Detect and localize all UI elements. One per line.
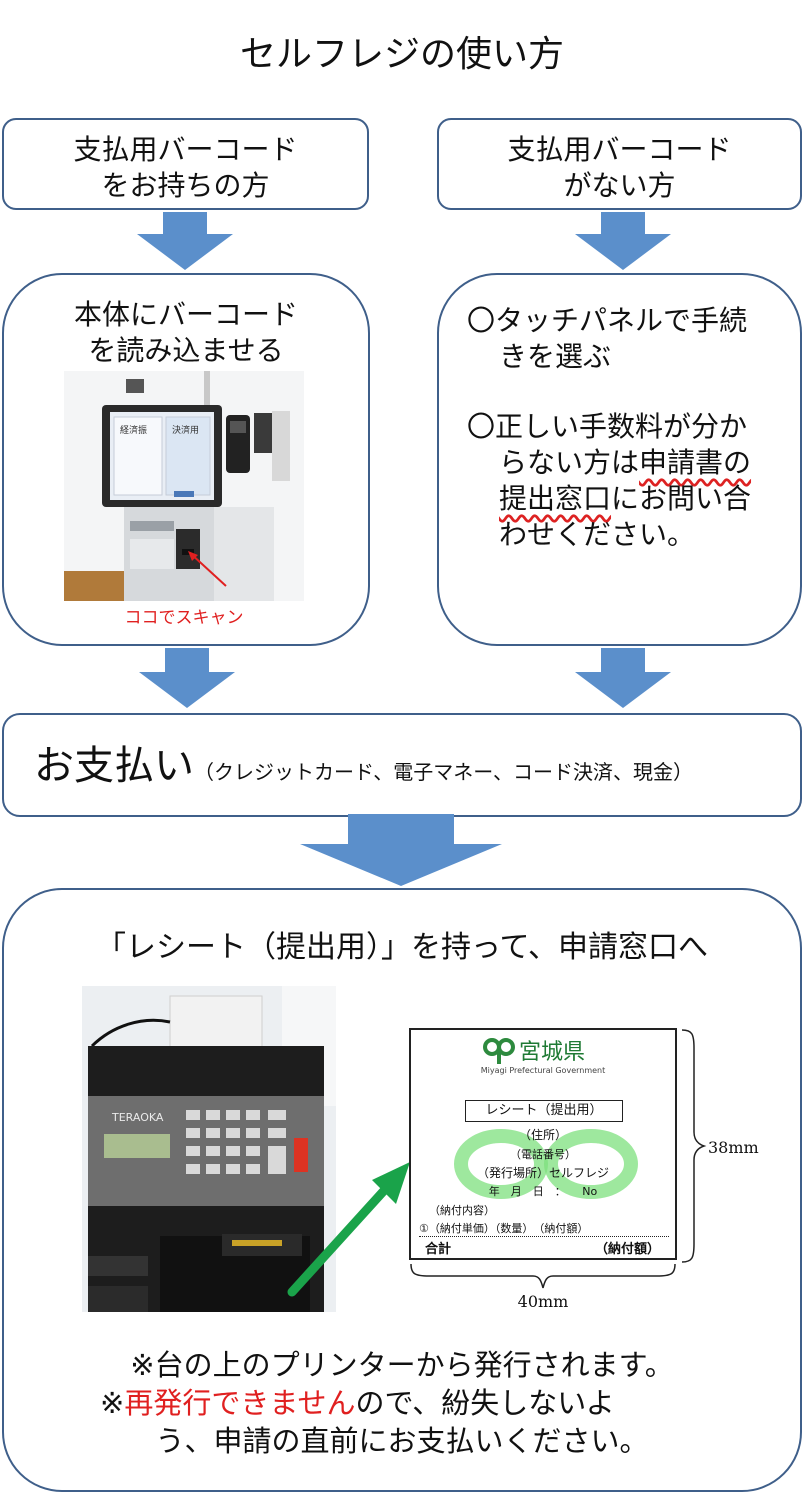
receipt-title-box: レシート（提出用） — [465, 1100, 623, 1122]
down-arrow-icon — [300, 814, 502, 886]
payment-methods: （クレジットカード、電子マネー、コード決済、現金） — [194, 760, 693, 784]
receipt-total-value: （納付額） — [595, 1242, 661, 1257]
receipt-content: （納付内容） — [429, 1204, 495, 1217]
height-label: 38mm — [708, 1138, 759, 1157]
right-header-line2: がない方 — [563, 169, 676, 202]
width-label: 40mm — [517, 1292, 569, 1311]
printer-image: TERAOKA — [82, 986, 336, 1312]
left-header-line1: 支払用バーコード — [73, 133, 298, 166]
note-line3: う、申請の直前にお支払いください。 — [155, 1424, 649, 1458]
page-title: セルフレジの使い方 — [239, 34, 564, 75]
receipt-heading: 「レシート（提出用）」を持って、申請窓口へ — [96, 930, 708, 965]
receipt-place: （発行場所）セルフレジ — [476, 1166, 609, 1180]
receipt-section-box: 「レシート（提出用）」を持って、申請窓口へ TERAOKA — [2, 888, 802, 1492]
note2-prefix: ※ — [100, 1386, 125, 1420]
receipt-org-en: Miyagi Prefectural Government — [480, 1066, 606, 1075]
miyagi-logo-icon — [483, 1038, 515, 1064]
right-step-box: 〇タッチパネルで手続 きを選ぶ 〇正しい手数料が分か らない方は申請書の 提出窓… — [437, 273, 802, 646]
right-step-item2-line3: 提出窓口にお問い合 — [499, 481, 751, 517]
submission-window-text: 提出窓口 — [499, 482, 612, 515]
scan-caption: ココでスキャン — [124, 608, 244, 628]
kiosk-screen-right-text: 決済用 — [172, 424, 199, 436]
right-step-item2-line2: らない方は申請書の — [499, 445, 751, 481]
receipt-detail: ①（納付単価）（数量） （納付額） — [419, 1220, 669, 1237]
payment-box: お支払い（クレジットカード、電子マネー、コード決済、現金） — [2, 713, 802, 817]
note2-rest: ので、紛失しないよ — [355, 1386, 615, 1420]
green-arrow-icon — [287, 1162, 410, 1297]
down-arrow-icon — [575, 212, 671, 270]
note-line1: ※台の上のプリンターから発行されます。 — [130, 1348, 674, 1382]
left-header-box: 支払用バーコード をお持ちの方 — [2, 118, 369, 210]
receipt-org: 宮城県 — [519, 1040, 586, 1065]
receipt-illustration: 宮城県 Miyagi Prefectural Government レシート（提… — [409, 1028, 677, 1260]
right-step-item2-line1: 〇正しい手数料が分か — [467, 410, 748, 443]
left-step-line2: を読み込ませる — [88, 334, 284, 367]
no-reissue-warning: 再発行できません — [124, 1386, 356, 1420]
right-step-item2-line3b: にお問い合 — [611, 482, 752, 515]
right-step-item2-line4: わせください。 — [499, 518, 696, 551]
receipt-total-label: 合計 — [425, 1242, 452, 1257]
width-bracket — [410, 1263, 676, 1289]
payment-text: お支払い（クレジットカード、電子マネー、コード決済、現金） — [34, 741, 693, 797]
down-arrow-icon — [137, 212, 233, 270]
down-arrow-icon — [139, 648, 235, 708]
left-step-line1: 本体にバーコード — [73, 298, 298, 331]
height-bracket — [681, 1029, 707, 1263]
kiosk-image: 経済振 決済用 — [64, 371, 304, 601]
right-step-item1-line1: 〇タッチパネルで手続 — [467, 304, 748, 337]
right-step-item2-line2a: らない方は — [499, 446, 640, 479]
receipt-address: （住所） — [518, 1128, 567, 1142]
down-arrow-icon — [575, 648, 671, 708]
right-header-line1: 支払用バーコード — [507, 133, 732, 166]
application-form-text: 申請書の — [639, 446, 752, 479]
left-step-box: 本体にバーコード を読み込ませる 経済振 決済用 ココでスキャン — [2, 273, 370, 646]
receipt-phone: （電話番号） — [510, 1148, 576, 1161]
right-header-box: 支払用バーコード がない方 — [437, 118, 802, 210]
receipt-date: 年 月 日 ： No — [488, 1185, 598, 1198]
watermark-logo-icon — [454, 1129, 638, 1199]
right-step-item1-line2: きを選ぶ — [499, 340, 612, 373]
note-line2: ※再発行できませんので、紛失しないよ — [100, 1384, 615, 1422]
kiosk-screen-left-text: 経済振 — [120, 424, 147, 436]
left-header-line2: をお持ちの方 — [101, 169, 270, 202]
payment-main: お支払い — [34, 743, 194, 789]
printer-brand: TERAOKA — [111, 1111, 164, 1124]
